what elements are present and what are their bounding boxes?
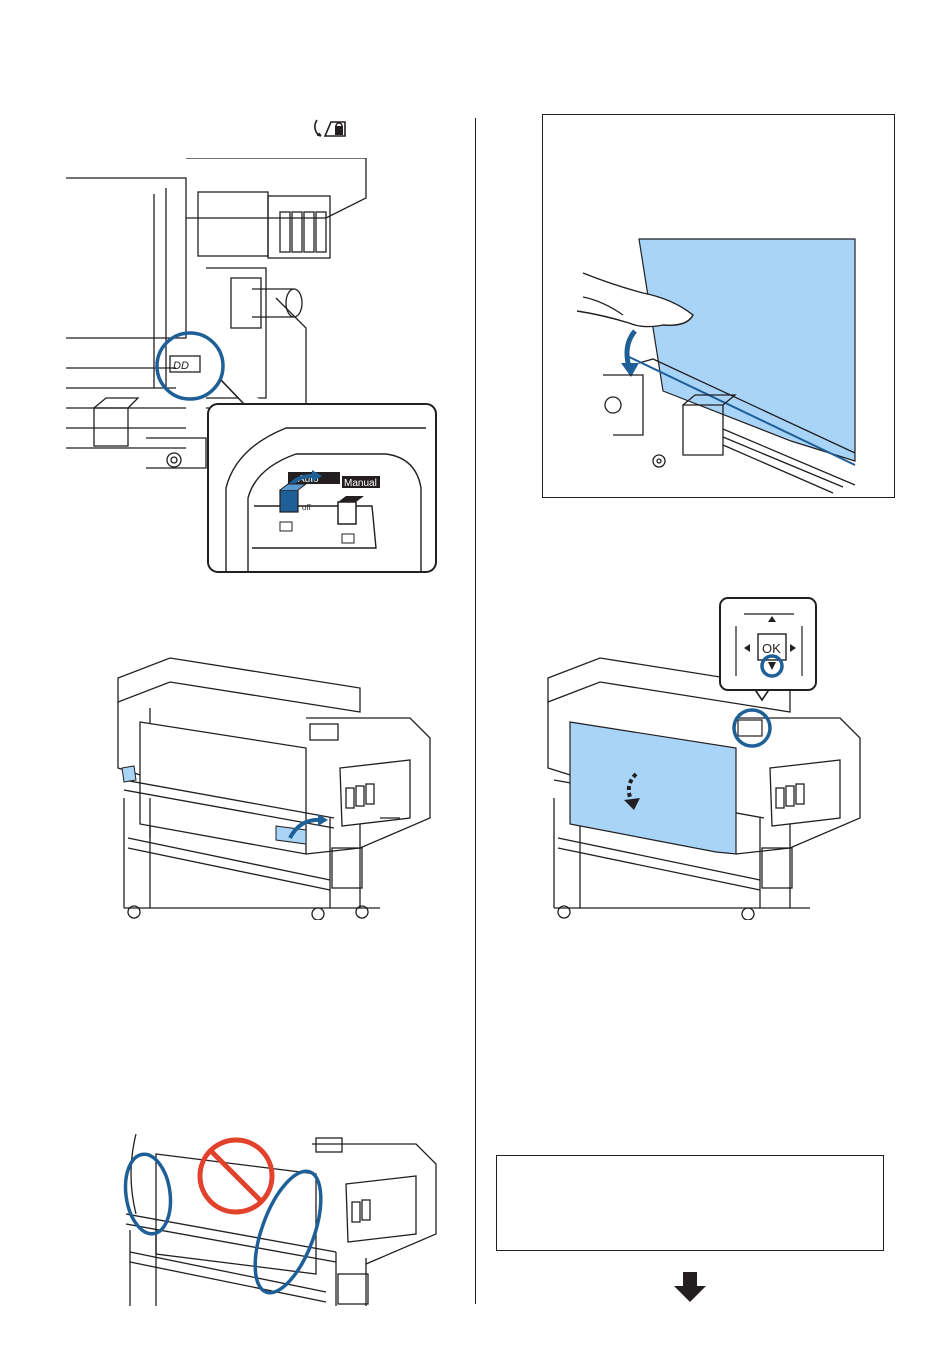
hand-holding-media-illustration xyxy=(543,115,894,497)
off-label: off xyxy=(302,503,312,512)
take-up-forward-icon xyxy=(311,114,353,140)
media-tension-frame xyxy=(542,114,895,498)
svg-text:DD: DD xyxy=(173,360,189,372)
auto-switch-illustration: DD Auto Manual off xyxy=(66,158,438,576)
feed-media-down-illustration: OK xyxy=(540,596,870,920)
continue-down-arrow-icon xyxy=(673,1270,707,1304)
prohibited-slack-illustration xyxy=(116,1134,446,1306)
note-box xyxy=(496,1155,884,1251)
printer-media-attach-illustration xyxy=(110,648,440,920)
manual-toggle-switch[interactable] xyxy=(338,502,356,524)
ok-button-label: OK xyxy=(762,641,781,656)
manual-switch-label: Manual xyxy=(344,478,377,489)
auto-toggle-switch[interactable] xyxy=(280,490,298,512)
column-divider xyxy=(475,118,476,1304)
